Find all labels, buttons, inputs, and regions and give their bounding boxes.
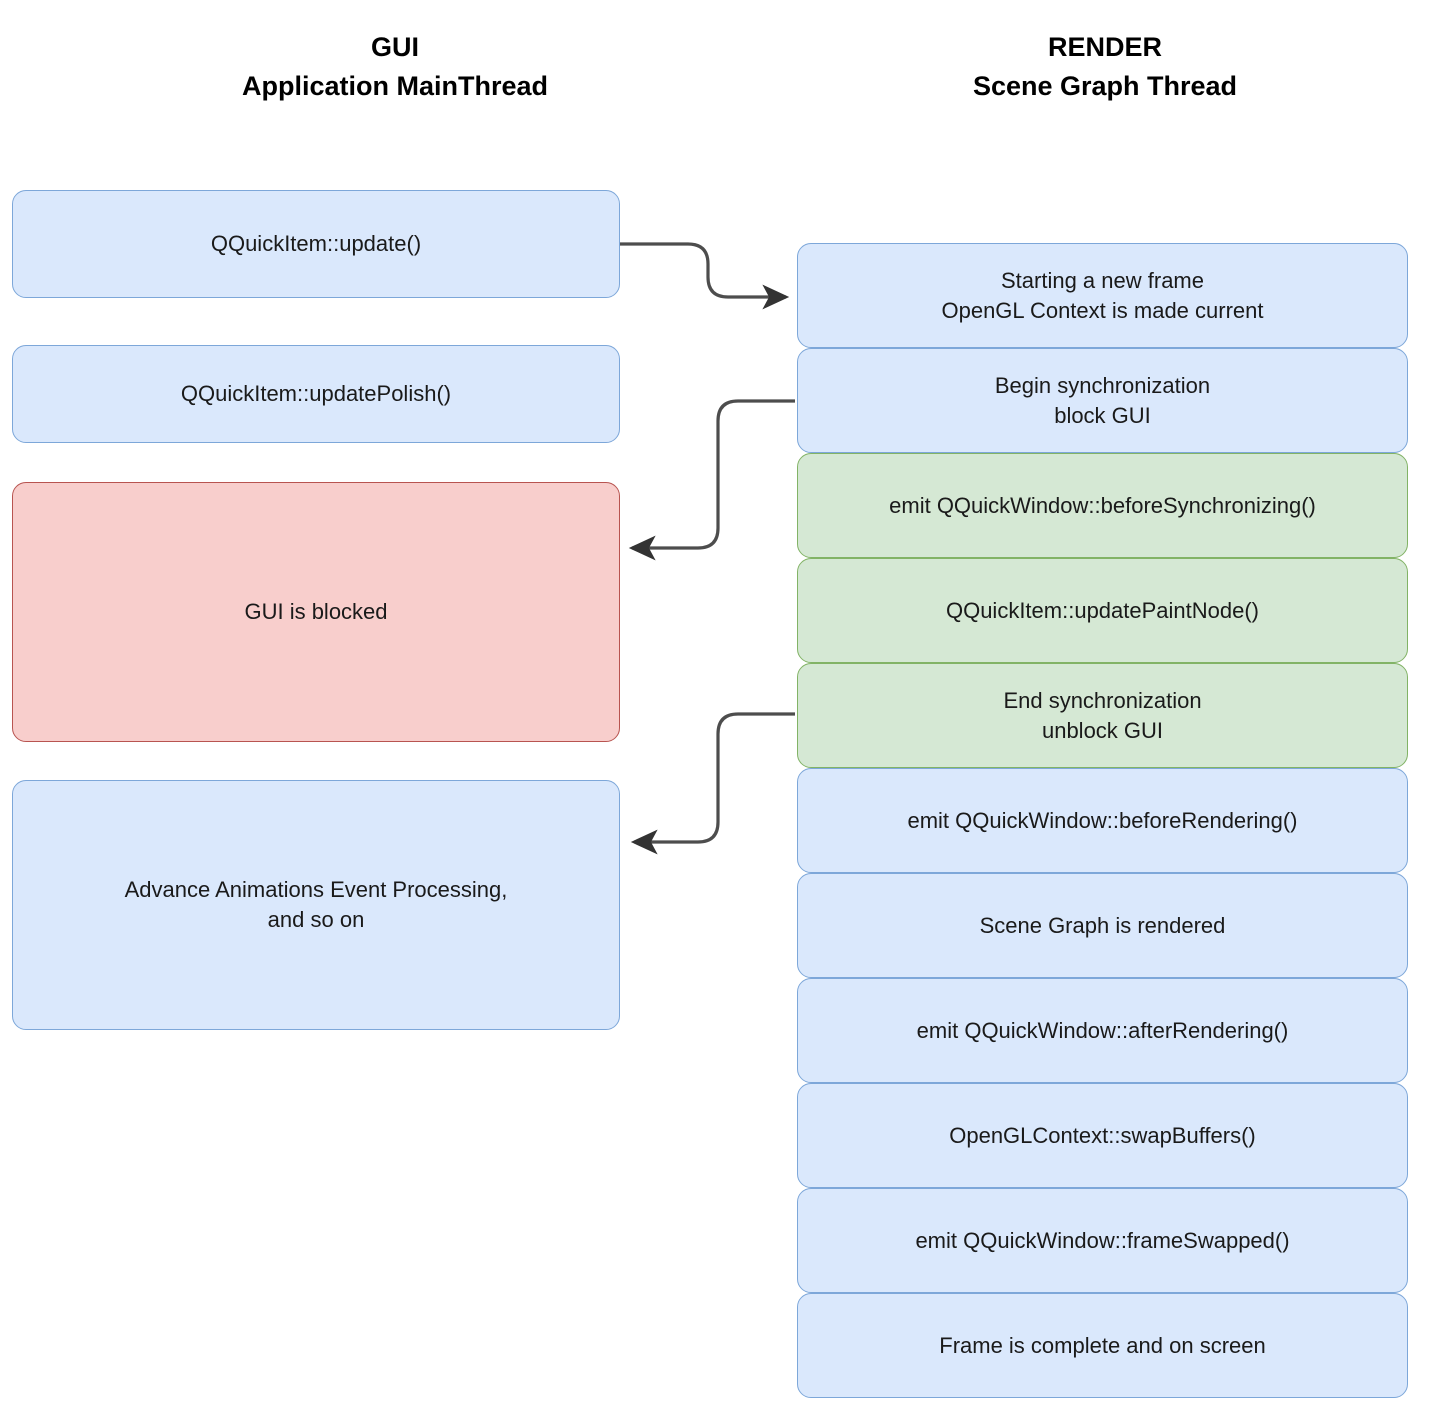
node-scene-graph-is-rendered[interactable]: Scene Graph is rendered [797, 873, 1408, 978]
node-emit-afterrendering[interactable]: emit QQuickWindow::afterRendering() [797, 978, 1408, 1083]
connector-end-sync-to-advance-animations [630, 712, 795, 855]
node-end-synchronization[interactable]: End synchronization unblock GUI [797, 663, 1408, 768]
node-updatepaintnode[interactable]: QQuickItem::updatePaintNode() [797, 558, 1408, 663]
node-qquickitem-update[interactable]: QQuickItem::update() [12, 190, 620, 298]
node-advance-animations[interactable]: Advance Animations Event Processing, and… [12, 780, 620, 1030]
connector-update-to-new-frame [620, 242, 790, 310]
node-starting-new-frame[interactable]: Starting a new frame OpenGL Context is m… [797, 243, 1408, 348]
node-emit-frameswapped[interactable]: emit QQuickWindow::frameSwapped() [797, 1188, 1408, 1293]
node-frame-complete[interactable]: Frame is complete and on screen [797, 1293, 1408, 1398]
node-emit-beforerendering[interactable]: emit QQuickWindow::beforeRendering() [797, 768, 1408, 873]
render-column-header: RENDER Scene Graph Thread [972, 32, 1238, 102]
node-swapbuffers[interactable]: OpenGLContext::swapBuffers() [797, 1083, 1408, 1188]
gui-column-header: GUI Application MainThread [241, 32, 549, 102]
node-gui-is-blocked[interactable]: GUI is blocked [12, 482, 620, 742]
node-qquickitem-updatepolish[interactable]: QQuickItem::updatePolish() [12, 345, 620, 443]
node-emit-beforesynchronizing[interactable]: emit QQuickWindow::beforeSynchronizing() [797, 453, 1408, 558]
node-begin-synchronization[interactable]: Begin synchronization block GUI [797, 348, 1408, 453]
connector-begin-sync-to-gui-blocked [628, 399, 795, 561]
